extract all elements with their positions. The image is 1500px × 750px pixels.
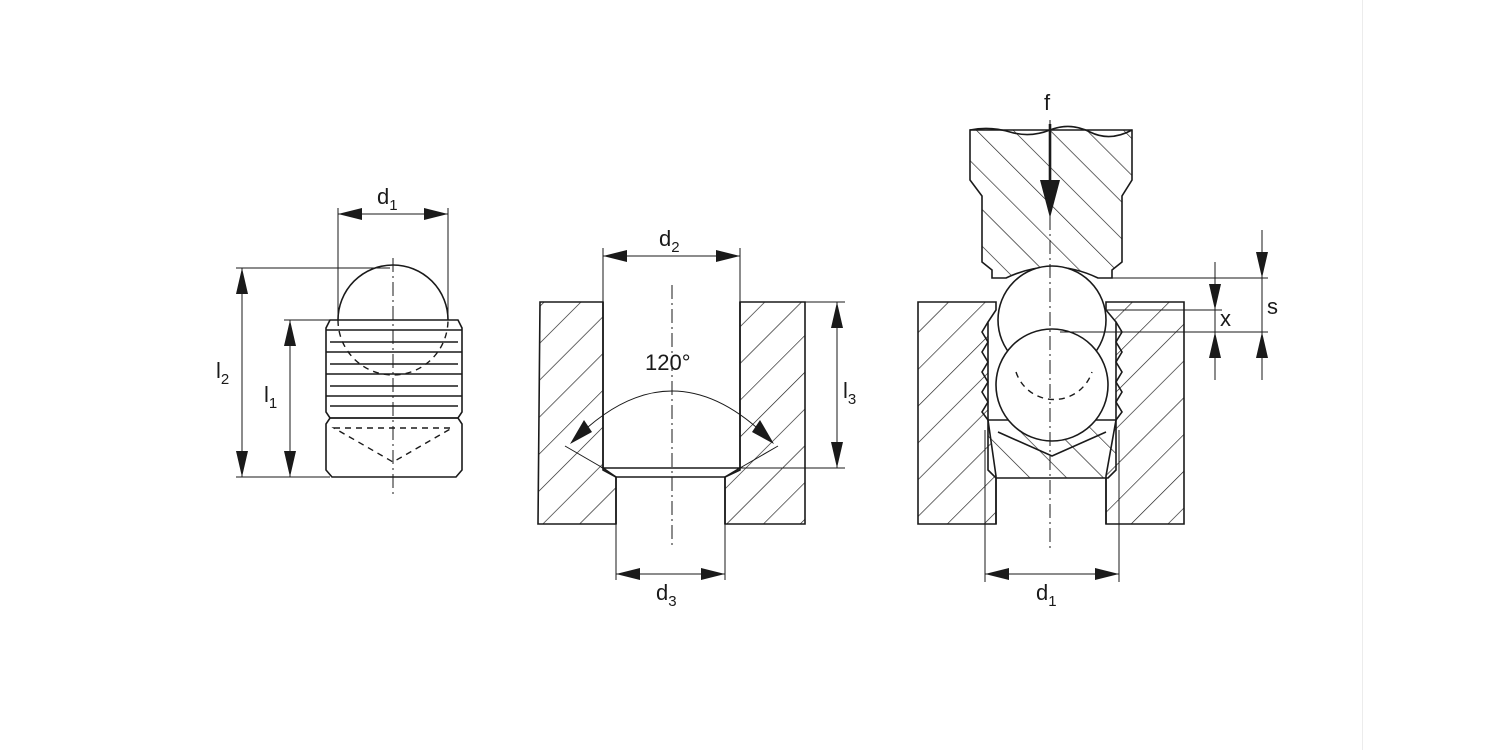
bore-view: 120° d2 d3 l3 [537,226,856,610]
bore-d3-label: d3 [656,580,677,610]
seat-cone [997,431,1107,457]
l3-arrow-top [831,302,843,328]
ball-lower [995,328,1109,442]
x-arrow-bottom [1209,332,1221,358]
press-d1-arrow-left [985,568,1009,580]
threaded-body [325,319,463,419]
l1-arrow-top [284,320,296,346]
x-arrow-top [1209,284,1221,310]
press-d1-label: d1 [1036,580,1057,610]
angle-ext-left [564,445,604,469]
ball-dome [337,264,449,321]
part-d1-label: d1 [377,184,398,214]
angle-arc [571,390,773,443]
s-arrow-top [1256,252,1268,278]
hidden-drill-cone [331,427,455,463]
ball-hidden-arc [337,319,449,376]
part-view: d1 l2 l1 [216,184,463,498]
l1-arrow-bottom [284,451,296,477]
d1-arrow-left [338,208,362,220]
bore-d2-label: d2 [659,226,680,256]
press-view: f x s d1 [917,90,1278,610]
angle-arrow-right [752,420,774,444]
bore-l3-label: l3 [843,378,856,408]
angle-ext-right [739,445,779,469]
press-material-right [1105,301,1185,525]
part-l1-label: l1 [264,382,277,412]
thread-zigzag-right [1115,321,1123,421]
force-arrowhead [1040,180,1060,218]
press-force-label: f [1044,90,1051,115]
d2-arrow-right [716,250,740,262]
l2-arrow-top [236,268,248,294]
angle-arrow-left [570,420,592,444]
d3-arrow-left [616,568,640,580]
bore-material-left [537,301,617,525]
d1-arrow-right [424,208,448,220]
thread-zigzag-left [981,321,989,421]
bore-angle-label: 120° [645,350,691,375]
l3-arrow-bottom [831,442,843,468]
d2-arrow-left [603,250,627,262]
ball-hidden-arc [1015,371,1093,401]
plain-body [325,417,463,478]
page-edge-line [1362,0,1363,750]
l2-arrow-bottom [236,451,248,477]
s-arrow-bottom [1256,332,1268,358]
press-d1-arrow-right [1095,568,1119,580]
d3-arrow-right [701,568,725,580]
press-x-label: x [1220,306,1231,331]
thread-lines [326,329,462,407]
part-l2-label: l2 [216,358,229,388]
press-s-label: s [1267,294,1278,319]
